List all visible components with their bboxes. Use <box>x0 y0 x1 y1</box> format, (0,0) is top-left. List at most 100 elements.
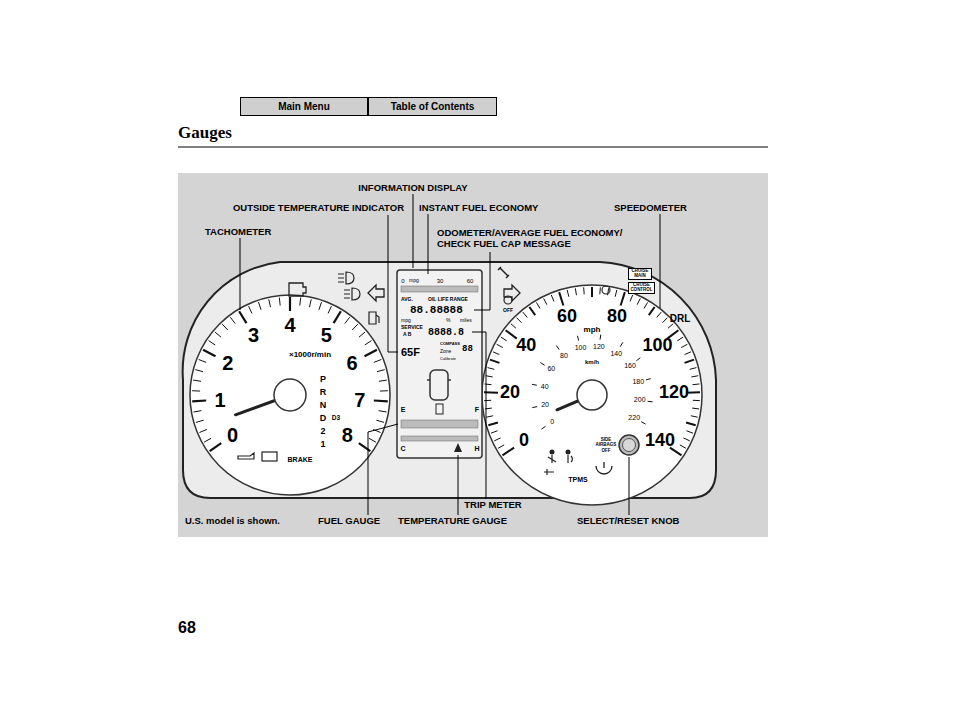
nav-button: Table of Contents <box>368 97 497 116</box>
indicator-box: CRUISE MAIN <box>628 268 652 280</box>
tachometer-face <box>190 295 390 495</box>
dial-number: 140 <box>610 350 622 358</box>
display-text: mpg <box>401 318 411 324</box>
callout-label: TACHOMETER <box>205 227 271 237</box>
display-digits: 65F <box>401 346 420 358</box>
car-icon <box>430 370 448 400</box>
speedometer-face <box>482 285 702 505</box>
dial-unit: ×1000r/min <box>289 351 331 360</box>
tick-mark <box>379 380 387 381</box>
warning-text: TPMS <box>568 476 587 484</box>
tick-mark <box>374 359 381 362</box>
tick-mark <box>279 298 281 306</box>
dial-number: 100 <box>575 345 587 353</box>
tick-mark <box>506 330 517 338</box>
tick-mark <box>575 288 576 295</box>
tick-mark <box>685 360 694 363</box>
economy-bar <box>401 286 478 292</box>
highbeam-icon <box>344 288 360 300</box>
dial-number: 180 <box>632 378 644 386</box>
tick-mark <box>637 298 640 304</box>
dial-ticks <box>192 287 700 455</box>
tick-mark <box>199 359 206 362</box>
dial-number: 120 <box>593 344 605 352</box>
tick-mark <box>641 422 645 424</box>
tick-mark <box>686 431 693 433</box>
tick-mark <box>196 420 204 422</box>
callout-label: SELECT/RESET KNOB <box>577 516 679 526</box>
immobilizer-icon <box>544 469 554 475</box>
display-text: COMPASS <box>440 342 460 346</box>
tick-mark <box>192 390 200 391</box>
tick-mark <box>195 370 203 372</box>
display-text: F <box>475 406 479 414</box>
tick-mark <box>484 400 491 401</box>
dial-number: 2 <box>222 352 233 374</box>
dial-number: 40 <box>541 383 549 391</box>
warning-text: BRAKE <box>288 456 313 464</box>
tick-mark <box>193 380 201 381</box>
figure-panel <box>178 173 768 537</box>
tick-mark <box>649 307 655 315</box>
gear-indicator: R <box>320 388 327 398</box>
page-title: Gauges <box>178 124 232 143</box>
display-text: AVG. <box>401 297 413 303</box>
gear-indicator: P <box>320 375 326 385</box>
fuel-icon <box>436 404 443 414</box>
display-text: A B <box>403 332 411 338</box>
tick-mark <box>289 297 291 311</box>
display-digits: 88 <box>462 345 473 355</box>
tick-mark <box>239 311 246 323</box>
dial-number: 40 <box>516 336 536 356</box>
tick-mark <box>599 287 601 294</box>
low-fuel-icon <box>369 312 379 324</box>
tick-mark <box>529 307 535 315</box>
tick-mark <box>541 426 545 429</box>
dial-number: 100 <box>643 336 673 356</box>
figure-note: U.S. model is shown. <box>185 516 280 526</box>
tick-mark <box>556 346 559 350</box>
tick-mark <box>692 383 699 385</box>
tick-mark <box>681 344 687 347</box>
tick-mark <box>691 376 698 377</box>
tick-mark <box>222 324 228 330</box>
nav-button: Main Menu <box>240 97 368 116</box>
display-text: E <box>401 406 406 414</box>
tick-mark <box>486 416 493 417</box>
dial-number: 140 <box>645 431 675 451</box>
dial-number: 7 <box>354 389 365 411</box>
tick-mark <box>663 318 668 323</box>
display-text: Calibrate <box>440 357 456 361</box>
tick-mark <box>497 344 503 347</box>
dial-number: 20 <box>541 401 549 409</box>
page-number: 68 <box>178 619 196 637</box>
dial-number: 5 <box>321 324 332 346</box>
tick-mark <box>544 298 547 304</box>
tick-mark <box>192 399 206 402</box>
seatbelt-icon <box>550 450 555 455</box>
dial-number: 80 <box>560 352 568 360</box>
node-text: Main Menu <box>278 101 330 112</box>
tick-mark <box>621 292 625 305</box>
tick-mark <box>365 341 372 345</box>
display-digits: 88.88888 <box>410 304 463 316</box>
fuel-bar <box>401 420 478 428</box>
tick-mark <box>648 401 653 403</box>
tick-mark <box>501 337 507 341</box>
tick-mark <box>620 342 623 346</box>
tick-mark <box>677 337 683 341</box>
select-reset-knob <box>619 435 639 455</box>
dial-number: 220 <box>628 414 640 422</box>
tick-mark <box>488 368 495 370</box>
display-text: OIL LIFE RANGE <box>428 297 468 303</box>
tick-mark <box>249 306 252 313</box>
node-text: CRUISE CONTROL <box>630 283 653 293</box>
display-text: mpg <box>409 278 419 284</box>
gear-indicator: 2 <box>320 427 325 437</box>
tick-mark <box>567 290 569 297</box>
callout-label: FUEL GAUGE <box>318 516 380 526</box>
tick-mark <box>345 317 350 323</box>
left-turn-icon <box>368 285 384 301</box>
dial-number: 1 <box>215 389 226 411</box>
information-display <box>397 270 482 458</box>
